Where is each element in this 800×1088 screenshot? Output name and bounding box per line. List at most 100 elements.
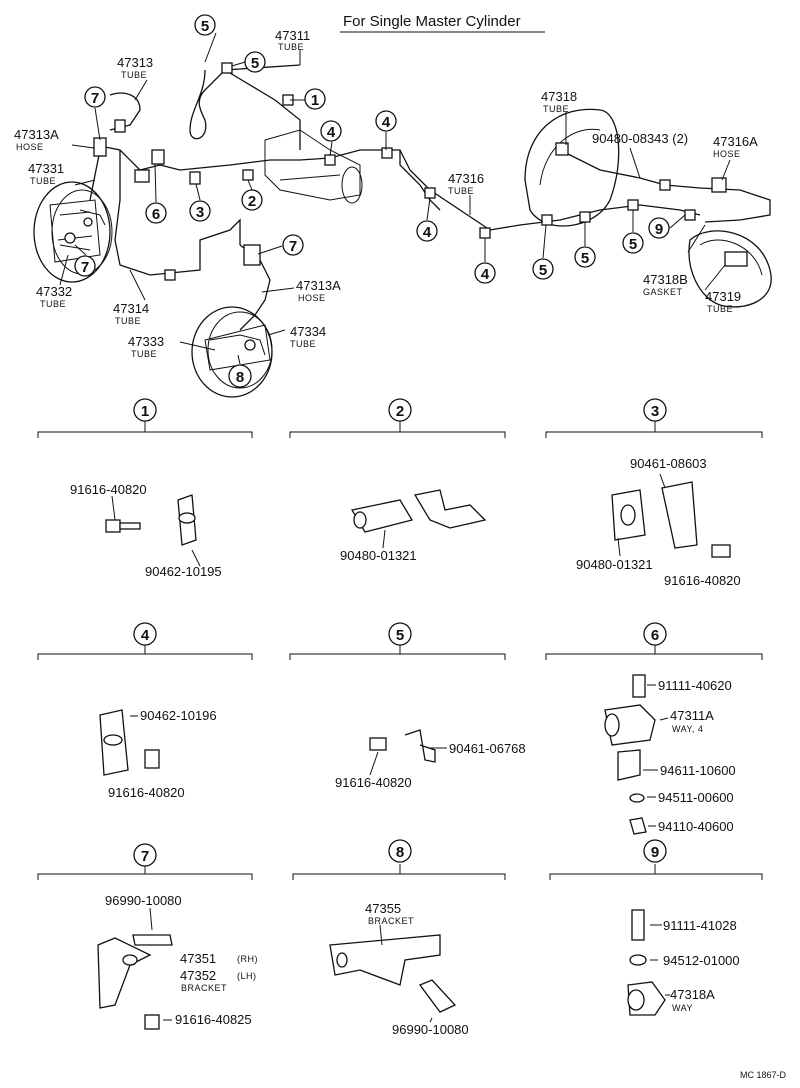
part-91111-40620: 91111-40620 (658, 678, 732, 693)
label-47311: 47311 (275, 28, 310, 43)
svg-text:4: 4 (382, 114, 391, 131)
callout-7: 7 (74, 255, 96, 277)
detail-number-circles: 1 2 3 4 5 6 7 8 9 (133, 398, 667, 867)
part-47311a-way: WAY, 4 (672, 724, 703, 734)
detail-3-number: 3 (643, 398, 667, 422)
callouts: 5 5 1 7 4 4 6 3 2 7 7 8 4 4 5 5 5 9 (74, 14, 670, 388)
part-90461-06768: 90461-06768 (449, 741, 526, 756)
detail-6-number: 6 (643, 622, 667, 646)
label-47313-sub: TUBE (121, 70, 147, 80)
svg-text:7: 7 (141, 848, 149, 865)
svg-text:3: 3 (196, 204, 204, 221)
detail-1-number: 1 (133, 398, 157, 422)
callout-2: 2 (241, 189, 263, 211)
svg-text:9: 9 (655, 221, 663, 238)
label-47333: 47333 (128, 334, 164, 349)
callout-6: 6 (145, 202, 167, 224)
part-47351-bracket: BRACKET (181, 983, 227, 993)
detail-2-number: 2 (388, 398, 412, 422)
label-47332-sub: TUBE (40, 299, 66, 309)
detail-3: 90461-08603 90480-01321 91616-40820 (576, 456, 741, 588)
assembly-drawing (33, 62, 772, 398)
svg-text:5: 5 (201, 18, 209, 35)
detail-2: 90480-01321 (340, 489, 487, 563)
detail-6: 91111-40620 47311A WAY, 4 94611-10600 94… (604, 674, 736, 835)
callout-7: 7 (282, 234, 304, 256)
part-47355: 47355 (365, 901, 401, 916)
callout-5: 5 (194, 14, 216, 36)
svg-text:1: 1 (141, 403, 149, 420)
part-91616-40820: 91616-40820 (664, 573, 741, 588)
callout-7: 7 (84, 86, 106, 108)
label-47319-sub: TUBE (707, 304, 733, 314)
detail-4-number: 4 (133, 622, 157, 646)
svg-text:5: 5 (581, 250, 589, 267)
part-47318a: 47318A (670, 987, 715, 1002)
svg-text:4: 4 (481, 266, 490, 283)
part-96990-10080: 96990-10080 (105, 893, 182, 908)
part-47318a-way: WAY (672, 1003, 693, 1013)
main-labels: 47311 TUBE 47313 TUBE 47313A HOSE 47331 … (14, 28, 758, 359)
svg-text:5: 5 (539, 262, 547, 279)
part-91111-41028: 91111-41028 (663, 918, 737, 933)
rear-left-drum (524, 108, 620, 227)
svg-text:6: 6 (651, 627, 659, 644)
label-47331: 47331 (28, 161, 64, 176)
part-91616-40820: 91616-40820 (108, 785, 185, 800)
svg-text:4: 4 (423, 224, 432, 241)
label-47316: 47316 (448, 171, 484, 186)
detail-8: 47355 BRACKET 96990-10080 (329, 901, 469, 1037)
svg-text:6: 6 (152, 206, 160, 223)
part-47311a: 47311A (670, 708, 714, 723)
label-47314: 47314 (113, 301, 149, 316)
label-47333-sub: TUBE (131, 349, 157, 359)
svg-text:9: 9 (651, 844, 659, 861)
part-94110-40600: 94110-40600 (658, 819, 734, 834)
part-94511-00600: 94511-00600 (658, 790, 734, 805)
svg-text:2: 2 (248, 193, 256, 210)
part-47351-rh: (RH) (237, 954, 258, 964)
callout-1: 1 (304, 88, 326, 110)
label-90480-08343: 90480-08343 (2) (592, 131, 688, 146)
front-left-drum (33, 181, 111, 283)
svg-text:7: 7 (289, 238, 297, 255)
part-90462-10195: 90462-10195 (145, 564, 222, 579)
callout-5: 5 (622, 232, 644, 254)
part-47351: 47351 (180, 951, 216, 966)
label-47318: 47318 (541, 89, 577, 104)
label-47318b-sub: GASKET (643, 287, 683, 297)
label-47334-sub: TUBE (290, 339, 316, 349)
figure-code: MC 1867-D (740, 1070, 787, 1080)
label-47334: 47334 (290, 324, 326, 339)
svg-text:7: 7 (91, 90, 99, 107)
svg-text:4: 4 (141, 627, 150, 644)
part-94611-10600: 94611-10600 (660, 763, 736, 778)
part-91616-40820: 91616-40820 (335, 775, 412, 790)
callout-4: 4 (320, 120, 342, 142)
label-47313a-mid-sub: HOSE (298, 293, 326, 303)
svg-text:5: 5 (396, 627, 404, 644)
callout-5: 5 (532, 258, 554, 280)
detail-8-number: 8 (388, 839, 412, 863)
svg-text:5: 5 (629, 236, 637, 253)
part-96990-10080: 96990-10080 (392, 1022, 469, 1037)
label-47313: 47313 (117, 55, 153, 70)
callout-8: 8 (228, 364, 252, 388)
part-47352: 47352 (180, 968, 216, 983)
svg-text:8: 8 (236, 369, 244, 386)
part-47355-bracket: BRACKET (368, 916, 414, 926)
label-47318-sub: TUBE (543, 104, 569, 114)
detail-1: 91616-40820 90462-10195 (70, 482, 222, 579)
svg-text:2: 2 (396, 403, 404, 420)
label-47319: 47319 (705, 289, 741, 304)
label-47311-sub: TUBE (278, 42, 304, 52)
callout-5: 5 (244, 51, 266, 73)
detail-7: 96990-10080 47351 (RH) 47352 (LH) BRACKE… (97, 893, 258, 1030)
svg-text:3: 3 (651, 403, 659, 420)
rear-right-drum (688, 230, 772, 308)
svg-text:4: 4 (327, 124, 336, 141)
part-91616-40825: 91616-40825 (175, 1012, 252, 1027)
diagram-title: For Single Master Cylinder (343, 13, 521, 30)
svg-text:1: 1 (311, 92, 319, 109)
part-94512-01000: 94512-01000 (663, 953, 740, 968)
